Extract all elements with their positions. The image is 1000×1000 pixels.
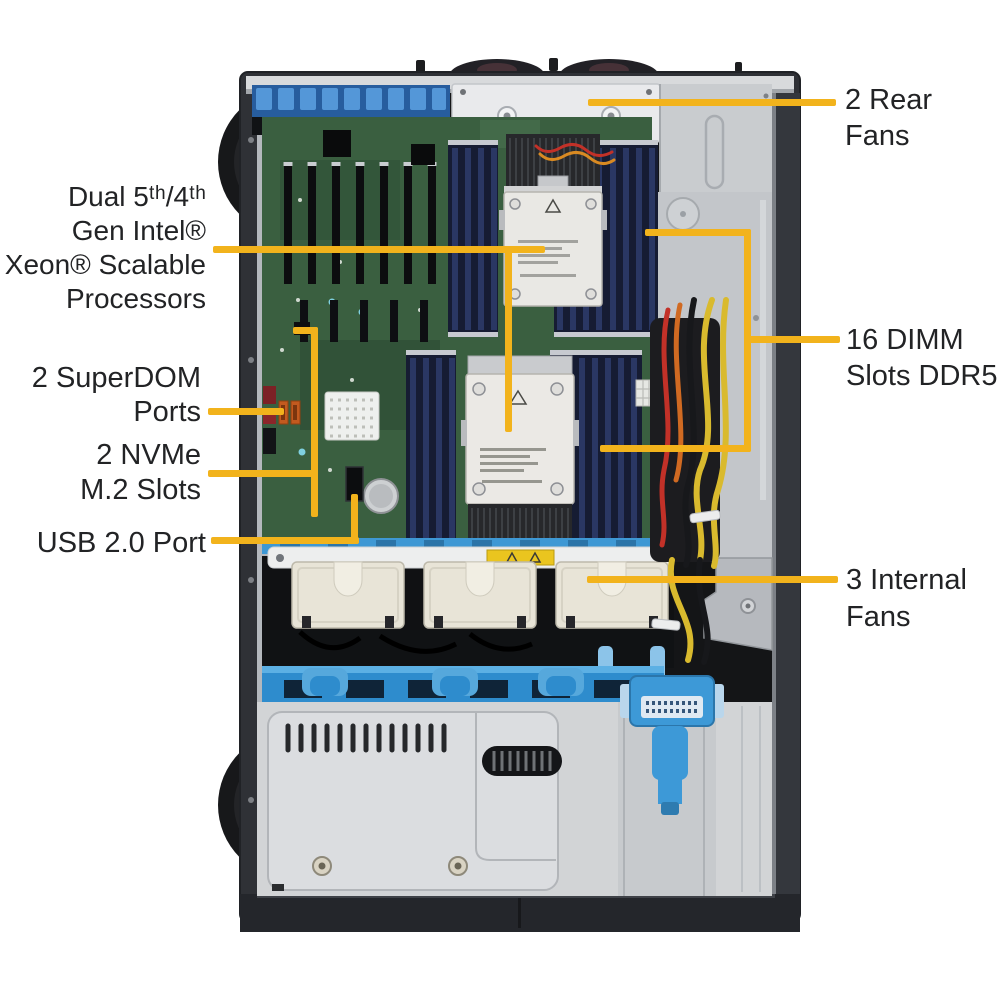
- callout-label-dimm: 16 DIMM Slots DDR5: [846, 322, 1000, 394]
- sata-connectors: [263, 386, 276, 454]
- callout-text: M.2 Slots: [80, 474, 201, 506]
- internal-fan-1: [291, 561, 405, 629]
- callout-text: Fans: [845, 120, 910, 152]
- callout-text: 2 SuperDOM: [31, 362, 201, 394]
- callout-label-nvme: 2 NVMe M.2 Slots: [0, 438, 201, 508]
- sas-cable-holder: [620, 675, 724, 815]
- callout-label-internal-fans: 3 Internal Fans: [846, 562, 996, 636]
- cpu1-heatsink: [499, 134, 607, 307]
- callout-text: Gen Intel®: [71, 215, 206, 246]
- callout-text: Processors: [65, 283, 206, 314]
- cmos-battery: [363, 478, 399, 514]
- internal-fan-3: [555, 561, 669, 629]
- leader-line-internal-fans: [587, 576, 838, 583]
- leader-line-cpu-horizontal: [213, 246, 545, 253]
- leader-line-nvme-spur: [293, 327, 318, 334]
- leader-line-superdom: [208, 408, 284, 415]
- callout-label-rear-fans: 2 Rear Fans: [845, 82, 995, 154]
- callout-label-superdom: 2 SuperDOM Ports: [0, 361, 201, 429]
- leader-line-cpu-vertical: [505, 246, 512, 432]
- callout-text: Xeon® Scalable: [4, 249, 206, 280]
- callout-text: USB 2.0 Port: [36, 527, 206, 559]
- cpu2-heatsink: [461, 355, 579, 550]
- power-cables: [534, 143, 729, 665]
- chassis-floor: [257, 702, 772, 896]
- leader-line-dimm-top: [645, 229, 751, 236]
- leader-line-usb-vertical: [351, 494, 358, 544]
- callout-text: 16 DIMM: [846, 324, 964, 356]
- drive-backplane: [262, 666, 664, 708]
- leader-line-dimm-to-label: [744, 336, 840, 343]
- leader-line-rear-fans: [588, 99, 836, 106]
- callout-text: Dual 5ᵗʰ/4ᵗʰ: [67, 181, 206, 212]
- callout-text: 2 Rear: [845, 84, 933, 116]
- callout-text: Fans: [846, 601, 911, 633]
- internal-fan-2: [423, 561, 537, 629]
- callout-text: Ports: [133, 396, 201, 428]
- callout-label-processors: Dual 5ᵗʰ/4ᵗʰ Gen Intel® Xeon® Scalable P…: [0, 180, 206, 316]
- leader-line-usb-horizontal: [211, 537, 359, 544]
- callout-label-usb: USB 2.0 Port: [0, 525, 206, 561]
- callout-text: 2 NVMe: [96, 439, 201, 471]
- leader-line-dimm-bottom: [600, 445, 751, 452]
- callout-text: Slots DDR5: [846, 360, 998, 392]
- pin-grid-heatsink: [324, 391, 380, 441]
- leader-line-nvme-vertical: [311, 327, 318, 517]
- callout-text: 3 Internal: [846, 564, 967, 596]
- dimm-bank-top-left: [448, 140, 498, 337]
- dimm-bank-bottom-left: [406, 350, 456, 545]
- pcie-slots: [283, 130, 437, 342]
- leader-line-nvme-horizontal: [208, 470, 318, 477]
